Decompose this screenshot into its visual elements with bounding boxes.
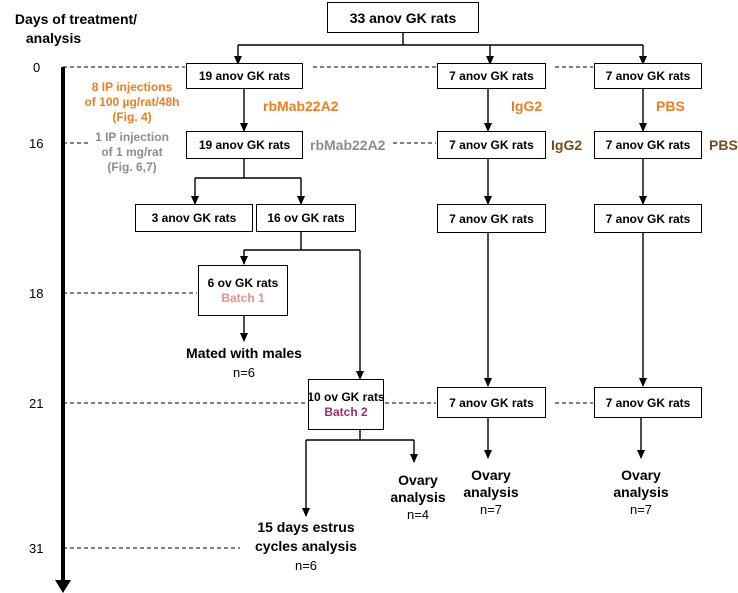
time-axis-arrowhead — [55, 580, 71, 593]
box-row3-anov: 3 anov GK rats — [135, 204, 253, 232]
tick-day-21: 21 — [29, 396, 44, 411]
batch-1-label: Batch 1 — [221, 290, 265, 305]
estrus-line2: cycles analysis — [255, 538, 357, 554]
box-row3-pbs: 7 anov GK rats — [594, 204, 702, 233]
estrus-line1: 15 days estrus — [257, 519, 355, 535]
estrus-n: n=6 — [294, 558, 318, 573]
outcome-mated: Mated with males n=6 — [166, 344, 322, 382]
tick-day-0: 0 — [33, 60, 41, 75]
grey-injection-note: 1 IP injection of 1 mg/rat (Fig. 6,7) — [82, 130, 182, 175]
treatment-pbs-orange: PBS — [656, 98, 685, 114]
grey-note-line3: (Fig. 6,7) — [107, 160, 157, 174]
grey-note-line1: 1 IP injection — [95, 130, 169, 144]
orange-note-line3: (Fig. 4) — [112, 110, 152, 124]
orange-note-line1: 8 IP injections — [91, 80, 173, 94]
box-row5-igg2: 7 anov GK rats — [437, 387, 546, 418]
axis-title: Days of treatment/ analysis — [1, 10, 151, 48]
box-row1-igg2: 7 anov GK rats — [437, 63, 546, 89]
axis-title-line1: Days of treatment/ — [14, 11, 138, 27]
treatment-igg2-orange: IgG2 — [511, 98, 543, 114]
tick-day-31: 31 — [29, 541, 44, 556]
box-row2-rbmab: 19 anov GK rats — [186, 131, 303, 159]
ovary3-n: n=7 — [629, 502, 653, 517]
ovary2-line1: Ovary — [471, 467, 511, 483]
ovary2-n: n=7 — [479, 502, 503, 517]
ovary3-line2: analysis — [613, 484, 669, 500]
ovary1-line2: analysis — [390, 489, 446, 505]
treatment-rbmab-grey: rbMab22A2 — [310, 137, 386, 153]
ovary2-line2: analysis — [463, 484, 519, 500]
box-row3-ov: 16 ov GK rats — [256, 204, 356, 232]
treatment-pbs-brown: PBS — [709, 137, 738, 153]
mated-n: n=6 — [232, 365, 256, 380]
batch-2-count: 10 ov GK rats — [307, 389, 385, 404]
box-row5-pbs: 7 anov GK rats — [594, 387, 702, 418]
outcome-estrus: 15 days estrus cycles analysis n=6 — [245, 518, 367, 575]
outcome-ovary-pbs: Ovary analysis n=7 — [608, 467, 674, 518]
box-row2-igg2: 7 anov GK rats — [437, 131, 546, 159]
ovary1-line1: Ovary — [398, 472, 438, 488]
tick-day-16: 16 — [29, 136, 44, 151]
grey-note-line2: of 1 mg/rat — [101, 145, 163, 159]
ovary1-n: n=4 — [406, 507, 430, 522]
batch-1-count: 6 ov GK rats — [207, 275, 279, 290]
tick-day-18: 18 — [29, 286, 44, 301]
treatment-rbmab-orange: rbMab22A2 — [263, 98, 339, 114]
ovary3-line1: Ovary — [621, 467, 661, 483]
treatment-igg2-brown: IgG2 — [551, 137, 583, 153]
box-row1-pbs: 7 anov GK rats — [594, 63, 702, 89]
box-row2-pbs: 7 anov GK rats — [594, 131, 702, 159]
box-total-rats: 33 anov GK rats — [327, 2, 479, 33]
outcome-ovary-batch2: Ovary analysis n=4 — [385, 472, 451, 523]
box-batch-1: 6 ov GK rats Batch 1 — [198, 265, 288, 316]
box-batch-2: 10 ov GK rats Batch 2 — [307, 379, 385, 430]
batch-2-label: Batch 2 — [324, 404, 368, 419]
orange-note-line2: of 100 µg/rat/48h — [84, 95, 180, 109]
mated-label: Mated with males — [186, 345, 302, 361]
box-row3-igg2: 7 anov GK rats — [437, 204, 546, 233]
orange-injection-note: 8 IP injections of 100 µg/rat/48h (Fig. … — [82, 80, 182, 125]
outcome-ovary-igg2: Ovary analysis n=7 — [458, 467, 524, 518]
box-row1-rbmab: 19 anov GK rats — [186, 63, 303, 89]
axis-title-line2: analysis — [25, 30, 82, 46]
